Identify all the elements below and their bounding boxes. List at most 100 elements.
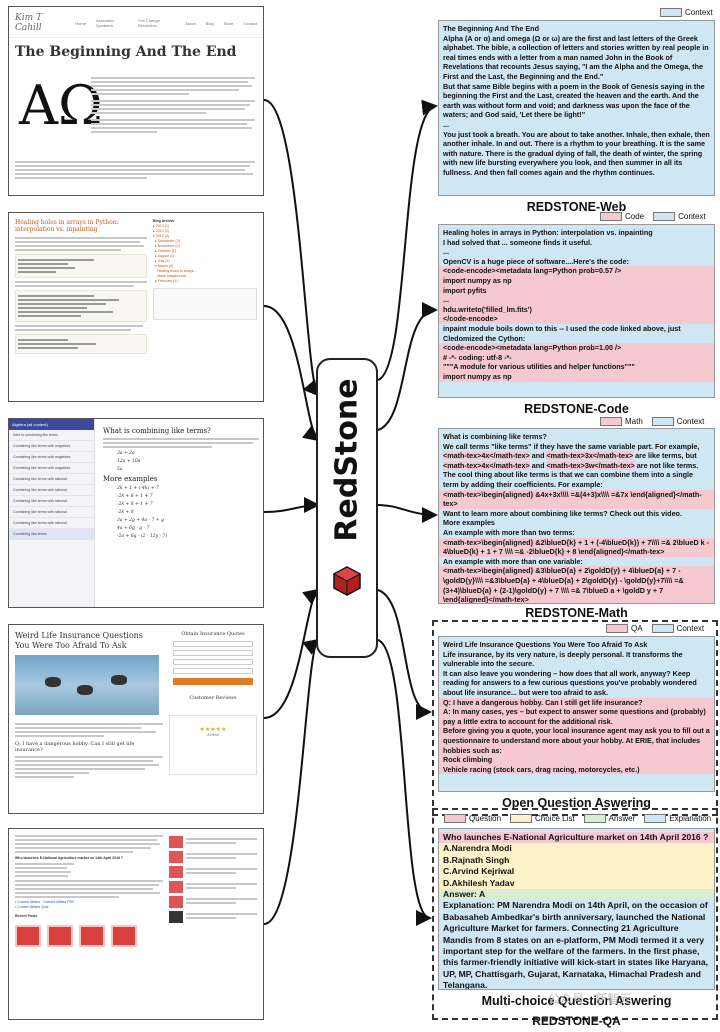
legend-label: Context [678, 212, 706, 221]
caption-redstone-code: REDSTONE-Code [524, 402, 629, 416]
web-logo: Kim T Cahill [15, 13, 42, 33]
redstone-center-label: RedStone [329, 378, 365, 542]
quote-field[interactable] [173, 668, 253, 674]
panel-open-qa: Weird Life Insurance Questions You Were … [438, 636, 715, 792]
math-equation: 2k + 1 + (-4k) + 7 [117, 486, 159, 491]
quote-field[interactable] [173, 650, 253, 656]
get-quote-button[interactable] [173, 678, 253, 685]
mc-choice: B.Rajnath Singh [443, 854, 510, 865]
math-heading-1: What is combining like terms? [103, 427, 211, 435]
screenshot-qa: Weird Life Insurance Questions You Were … [8, 624, 264, 814]
screenshot-math: Algebra (all content) Intro to combining… [8, 418, 264, 608]
web-page-title: The Beginning And The End [15, 44, 237, 60]
skydivers-photo [15, 655, 159, 715]
code-block: <code-encode><metadata lang=Python prob=… [439, 266, 714, 324]
arrow-web-out [377, 99, 438, 381]
code-context-block: Healing holes in arrays in Python: inter… [443, 228, 653, 257]
legend-label: Explanation [669, 814, 712, 823]
qa-multichoice-dashed-frame [432, 808, 718, 1020]
code-snippet [15, 290, 147, 322]
arrow-qa-in [263, 588, 320, 719]
arrow-qa-out [377, 589, 432, 720]
math-equation: 12a + 10a [117, 459, 141, 464]
math-equation: -2k + 8 + 1 + 7 [117, 494, 153, 499]
screenshot-multichoice: Who launches E-National Agriculture mark… [8, 828, 264, 1020]
arrow-web-in [263, 99, 320, 397]
web-nav-item: Blog [205, 20, 214, 26]
caption-open-qa: Open Question Aswering [502, 796, 651, 810]
math-sidebar-item[interactable]: Combining like terms with negatives [9, 441, 94, 452]
panel-multichoice-qa: Who launches E-National Agriculture mark… [438, 828, 715, 990]
math-equation: 3a + 2g + 4a - 7 + g [117, 518, 164, 523]
math-equation: 4a + 6g - g - 7 [117, 526, 150, 531]
code-snippet [15, 334, 147, 354]
legend-swatch-choice-list [510, 814, 533, 823]
math-block: <math-tex>\begin{aligned} &4x+3x\\\\ =&(… [439, 489, 714, 509]
alpha-omega-logo-icon: AΩ [19, 74, 103, 137]
math-sidebar-item[interactable]: Combining like terms with negatives [9, 452, 94, 463]
web-nav-item: Store [223, 20, 234, 26]
web-nav-item: Ascended Speakers [95, 18, 114, 28]
caption-multichoice-qa: Multi-choice Question Aswering [481, 994, 672, 1008]
math-sidebar-item[interactable]: Intro to combining like terms [9, 430, 94, 441]
math-sidebar-item[interactable]: Combining like terms with rational [9, 485, 94, 496]
legend-swatch-math [600, 417, 622, 426]
math-equation: 3a + 2a [117, 451, 135, 456]
web-nav-item: Contact [243, 20, 257, 26]
screenshot-web: Kim T Cahill Home Ascended Speakers The … [8, 6, 264, 196]
legend-label: Code [625, 212, 645, 221]
web-nav-item: The Change Revolution [137, 18, 160, 28]
legend-label: Context [685, 8, 713, 17]
math-block: <math-tex>\begin{aligned} &3\blueD{a} + … [439, 566, 714, 603]
mc-link[interactable]: • Current Affairs Quiz [15, 905, 49, 909]
qa-context-text: Weird Life Insurance Questions You Were … [443, 640, 697, 697]
legend-swatch-code [600, 212, 622, 221]
code-snippet [15, 254, 147, 278]
legend-math: Math Context [600, 417, 704, 426]
web-nav: Kim T Cahill Home Ascended Speakers The … [9, 7, 263, 38]
qa-page-title: Weird Life Insurance Questions You Were … [15, 631, 143, 650]
legend-label: Question [469, 814, 502, 823]
arrow-code-in [263, 305, 320, 442]
arrow-math-out [377, 504, 438, 523]
legend-label: QA [631, 624, 643, 633]
web-body-text-2 [15, 159, 255, 181]
math-sidebar-heading: Algebra (all content) [9, 419, 94, 430]
mc-explanation: Explanation: PM Narendra Modi on 14th Ap… [443, 900, 709, 990]
screenshot-code: Healing holes in arrays in Python: inter… [8, 212, 264, 402]
star-rating-icon: ★★★★★ [199, 727, 227, 733]
web-body-text [91, 75, 255, 135]
math-sidebar-item[interactable]: Combining like terms with rational [9, 507, 94, 518]
code-context-block: inpaint module boils down to this -- I u… [443, 323, 681, 343]
math-context-text: What is combining like terms?We call ter… [443, 432, 700, 489]
code-block: <code-encode><metadata lang=Python prob=… [439, 343, 714, 382]
panel-redstone-math: What is combining like terms?We call ter… [438, 428, 715, 604]
recent-post-thumbnails[interactable] [15, 925, 163, 947]
caption-redstone-web: REDSTONE-Web [526, 200, 627, 214]
quote-field[interactable] [173, 641, 253, 647]
legend-swatch-question [444, 814, 466, 823]
math-sidebar-item[interactable]: Combining like terms with rational [9, 496, 94, 507]
panel-web-text: The Beginning And The End Alpha (A or α)… [443, 24, 710, 177]
math-sidebar-item[interactable]: Combining like terms with negatives [9, 463, 94, 474]
math-sidebar: Algebra (all content) Intro to combining… [9, 419, 95, 607]
legend-swatch-context [651, 624, 674, 633]
math-sidebar-item-active[interactable]: Combining like terms [9, 529, 94, 540]
qa-open-dashed-frame [432, 620, 718, 816]
quote-sidebar: Obtain Insurance Quotes Customer Reviews… [169, 631, 257, 775]
mc-choice: D.Akhilesh Yadav [443, 877, 515, 888]
qa-pair-text: Q: I have a dangerous hobby. Can I still… [439, 697, 714, 775]
mc-choice-list: A.Narendra Modi B.Rajnath Singh C.Arvind… [439, 843, 714, 890]
legend-swatch-context [651, 417, 674, 426]
mc-link[interactable]: • Current Affairs · Current Affairs PDF [15, 900, 75, 904]
math-sidebar-item[interactable]: Combining like terms with rational [9, 518, 94, 529]
math-sidebar-item[interactable]: Combining like terms with rational [9, 474, 94, 485]
code-context-block: OpenCV is a huge piece of software....He… [443, 256, 629, 266]
caption-redstone-qa: REDSTONE-QA [532, 1014, 621, 1028]
legend-swatch-context [660, 8, 682, 17]
reviewer-name: A Henri [207, 733, 219, 737]
mc-sidebar [169, 833, 257, 926]
legend-mc: Question Choice List Answer Explanation [444, 814, 711, 823]
quote-field[interactable] [173, 659, 253, 665]
legend-qa: QA Context [606, 624, 704, 633]
